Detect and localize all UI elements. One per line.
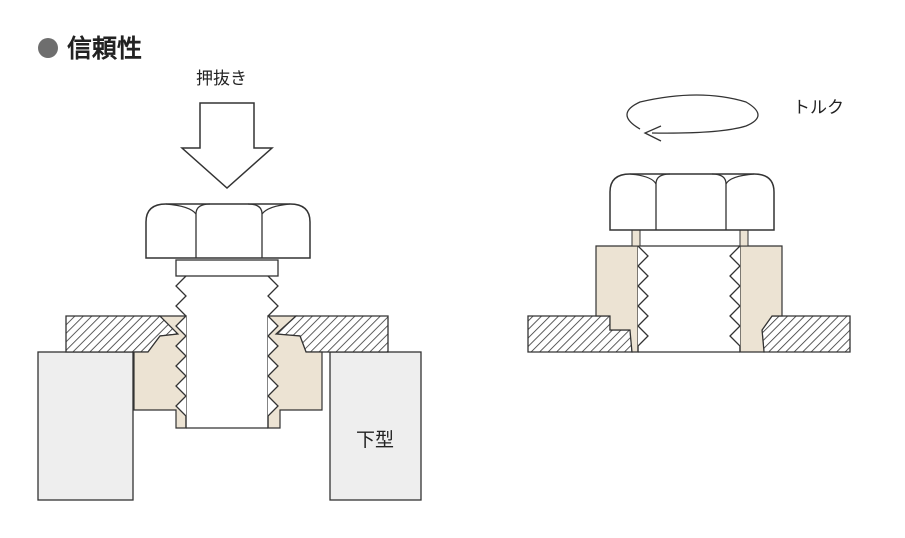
thread-left (175, 275, 187, 428)
lower-die-label: 下型 (356, 429, 394, 451)
rotation-arrowhead (643, 125, 662, 142)
page-title: 信頼性 (67, 34, 142, 63)
torque-thread-left (637, 245, 649, 352)
torque-thread-right (729, 245, 741, 352)
thread-right (267, 275, 279, 428)
title-bullet (38, 38, 58, 58)
rotation-arrow-icon (626, 94, 759, 134)
torque-pillar-left (631, 229, 641, 247)
torque-hex-head (609, 173, 775, 231)
press-out-figure: 押抜き 下型 (37, 69, 422, 501)
nut-collar (175, 259, 279, 277)
down-arrow-icon (180, 102, 274, 190)
torque-figure: トルク (527, 94, 851, 353)
insert-body-right (267, 315, 323, 429)
hex-nut-head (145, 203, 311, 259)
hex-nut-facet-arc-left (165, 203, 197, 215)
lower-die-right (329, 351, 422, 501)
hex-nut-facet-arc-right (261, 203, 291, 215)
torque-pillar-right (739, 229, 749, 247)
torque-sheet-right (761, 315, 851, 353)
torque-insert-right (739, 245, 783, 353)
torque-label: トルク (793, 98, 844, 118)
lower-die-left (37, 351, 134, 501)
press-out-label: 押抜き (196, 69, 247, 89)
torque-hex-arc-left (629, 173, 657, 185)
torque-hex-arc-right (725, 173, 755, 185)
